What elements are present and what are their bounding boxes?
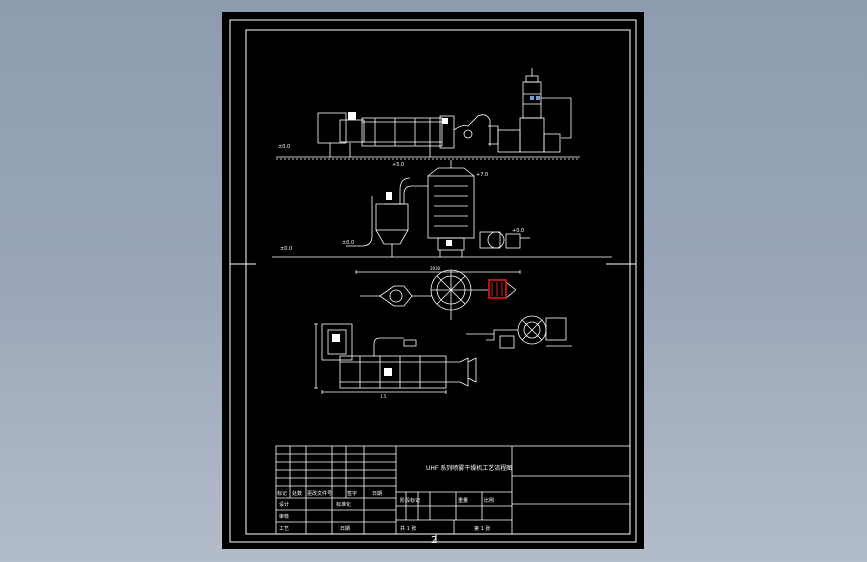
label-process: 工艺 [279, 526, 289, 532]
level-bottom-mid: ±0.0 [342, 240, 354, 246]
plan-bottom-accents [332, 334, 392, 376]
header-date: 日期 [372, 491, 382, 497]
elevation-mid-accents [386, 192, 452, 246]
highlight-valve [488, 279, 507, 299]
elevation-top-accents [348, 96, 540, 124]
label-standard: 标准化 [336, 501, 351, 508]
plan-bottom [314, 323, 477, 394]
level-bottom-left: ±0.0 [280, 246, 292, 252]
elevation-top [276, 68, 580, 160]
header-change-doc: 更改文件号 [307, 490, 332, 497]
level-left-top: ±0.0 [278, 144, 290, 150]
label-sheets: 共 1 张 [400, 525, 416, 532]
header-count: 处数 [292, 490, 302, 497]
label-stage: 阶段标记 [400, 497, 420, 504]
label-design: 设计 [279, 501, 289, 508]
level-mid-left: +5.0 [392, 162, 404, 168]
label-scale: 比例 [484, 497, 494, 504]
header-mark: 标记 [277, 490, 287, 497]
header-sign: 签字 [347, 490, 357, 497]
label-date: 日期 [340, 526, 350, 532]
label-weight: 重量 [458, 497, 468, 504]
elevation-overall-dim: 1.5 [380, 394, 387, 399]
level-right-small: +0.0 [512, 228, 524, 234]
title-block [275, 445, 631, 535]
elevation-mid [272, 160, 612, 258]
highlight-valve-detail [491, 282, 503, 296]
page-number: 2 [431, 535, 437, 546]
label-sheet-no: 第 1 张 [474, 525, 490, 532]
center-marks [230, 263, 636, 542]
plan-view [355, 269, 521, 320]
plan-width-dim: 2930 [430, 266, 441, 271]
level-mid-right: +7.0 [476, 172, 488, 178]
side-detail [466, 315, 572, 349]
drawing-title: UHF 系列喷雾干燥机工艺流程图 [426, 464, 512, 472]
label-review: 审核 [279, 513, 289, 520]
